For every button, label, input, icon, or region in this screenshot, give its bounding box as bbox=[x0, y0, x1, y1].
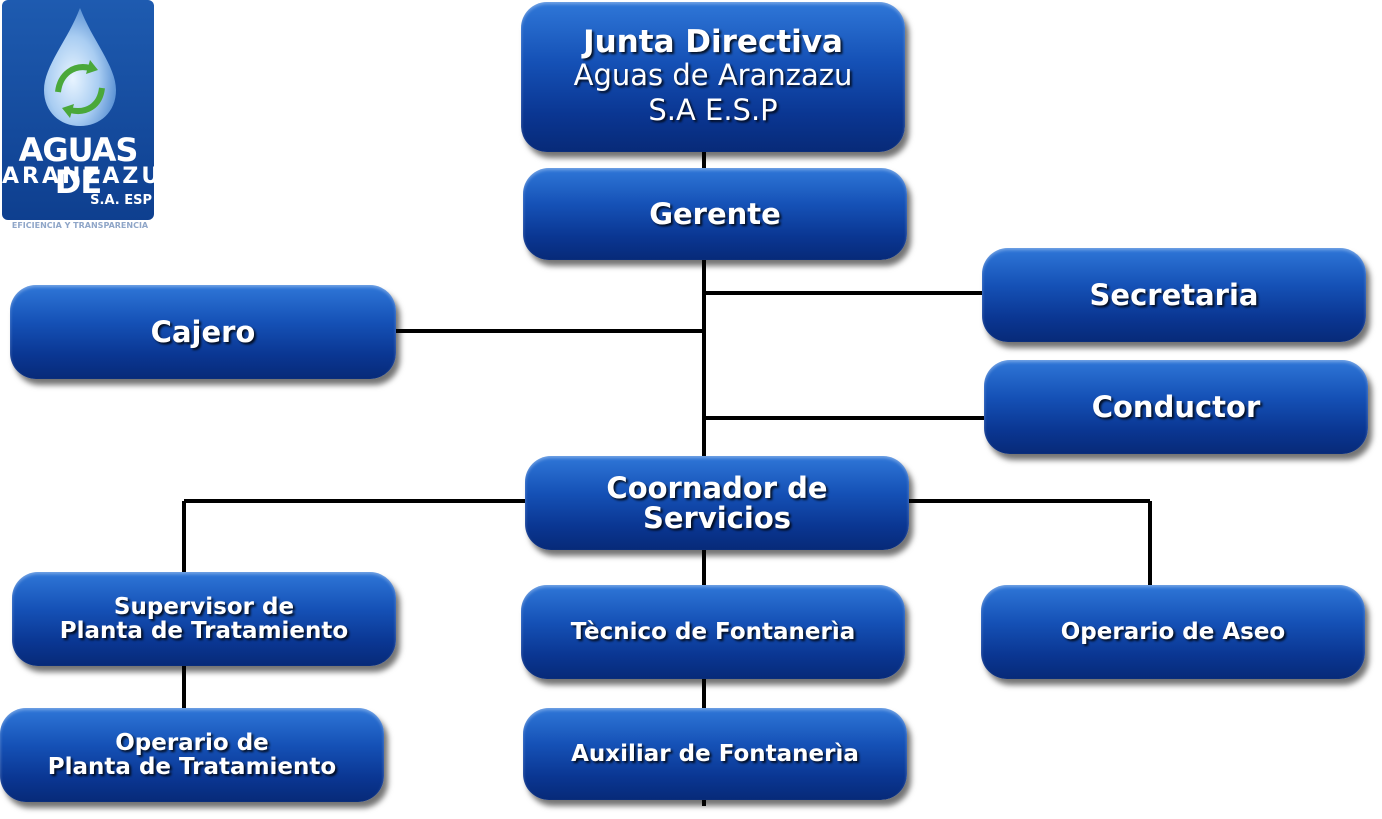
logo-name-line1: AGUAS DE bbox=[18, 131, 139, 201]
junta-company: Aguas de Aranzazu bbox=[573, 58, 853, 93]
operario-aseo-label: Operario de Aseo bbox=[1060, 618, 1286, 645]
gerente-label: Gerente bbox=[649, 196, 781, 231]
operario-planta-line2: Planta de Tratamiento bbox=[47, 754, 337, 780]
node-operario-planta: Operario de Planta de Tratamiento bbox=[0, 708, 384, 802]
node-tecnico-fontaneria: Tècnico de Fontanerìa bbox=[521, 585, 905, 679]
supervisor-line2: Planta de Tratamiento bbox=[59, 618, 349, 644]
coordinador-line2: Servicios bbox=[642, 501, 792, 535]
logo-suffix: S.A. ESP bbox=[90, 193, 152, 208]
auxiliar-label: Auxiliar de Fontanerìa bbox=[571, 740, 859, 767]
operario-planta-line1: Operario de bbox=[115, 729, 269, 756]
node-secretaria: Secretaria bbox=[982, 248, 1366, 342]
logo-name-line2: ARANZAZU bbox=[2, 164, 163, 189]
node-conductor: Conductor bbox=[984, 360, 1368, 454]
node-junta-directiva: Junta Directiva Aguas de Aranzazu S.A E.… bbox=[521, 2, 905, 152]
junta-title: Junta Directiva bbox=[583, 23, 843, 60]
supervisor-line1: Supervisor de bbox=[113, 593, 295, 620]
node-cajero: Cajero bbox=[10, 285, 396, 379]
node-supervisor-planta: Supervisor de Planta de Tratamiento bbox=[12, 572, 396, 666]
tecnico-label: Tècnico de Fontanerìa bbox=[570, 618, 856, 645]
cajero-label: Cajero bbox=[150, 314, 256, 349]
conductor-label: Conductor bbox=[1091, 389, 1261, 424]
water-drop-icon bbox=[44, 8, 116, 126]
coordinador-line1: Coornador de bbox=[606, 470, 828, 505]
node-gerente: Gerente bbox=[523, 168, 907, 260]
company-logo: AGUAS DE ARANZAZU S.A. ESP EFICIENCIA Y … bbox=[0, 0, 160, 236]
logo-tagline: EFICIENCIA Y TRANSPARENCIA bbox=[11, 221, 149, 230]
node-auxiliar-fontaneria: Auxiliar de Fontanerìa bbox=[523, 708, 907, 800]
secretaria-label: Secretaria bbox=[1089, 277, 1259, 312]
junta-company-type: S.A E.S.P bbox=[648, 93, 778, 128]
node-coordinador-servicios: Coornador de Servicios bbox=[525, 456, 909, 550]
node-operario-aseo: Operario de Aseo bbox=[981, 585, 1365, 679]
